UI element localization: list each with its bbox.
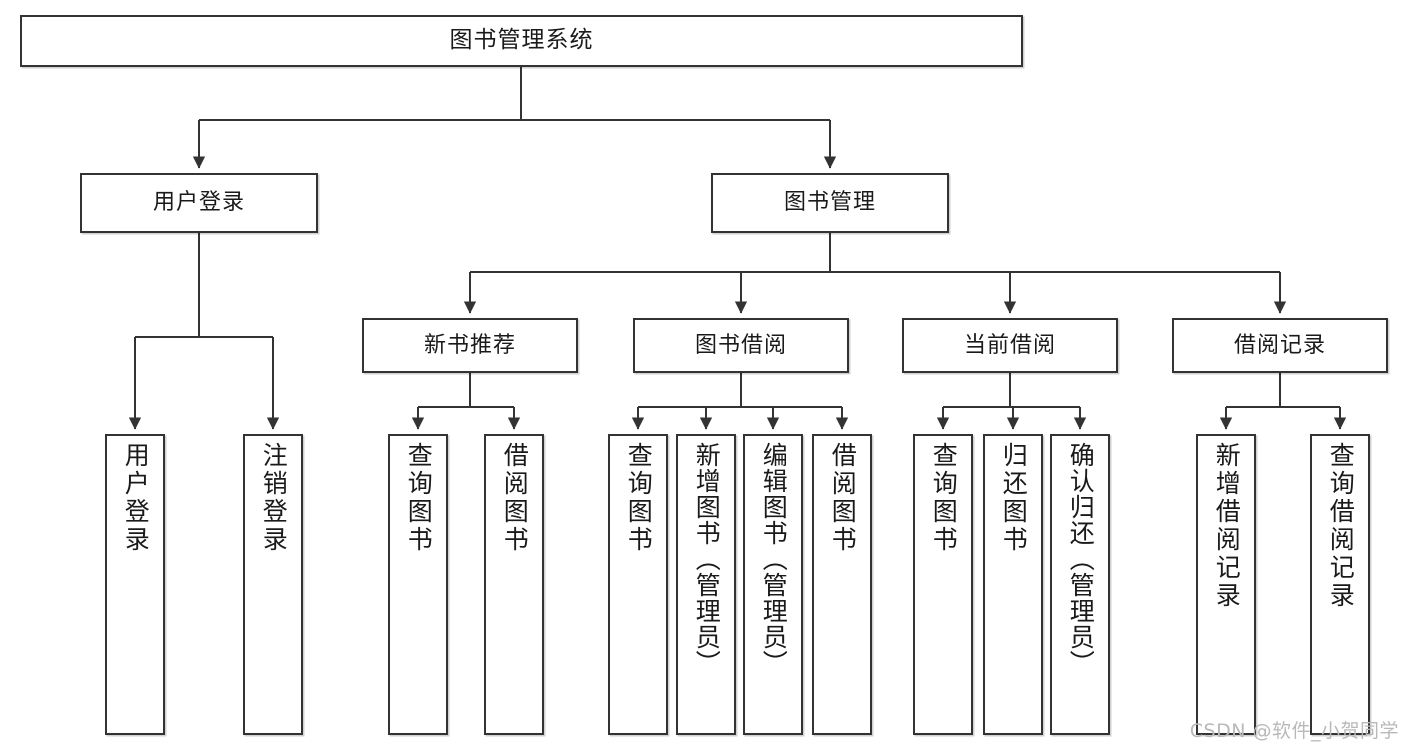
node-leaf-return-book[interactable]: 归还图书 xyxy=(983,434,1043,735)
node-borrow-record-label: 借阅记录 xyxy=(1233,332,1326,358)
node-leaf-add-record[interactable]: 新增借阅记录 xyxy=(1196,434,1256,735)
node-leaf-return-book-label: 归还图书 xyxy=(999,442,1029,554)
node-leaf-confirm-return[interactable]: 确认归还（管理员） xyxy=(1050,434,1110,735)
node-current-borrow[interactable]: 当前借阅 xyxy=(902,318,1118,373)
node-leaf-edit-book-label: 编辑图书（管理员） xyxy=(759,442,789,676)
node-user-login[interactable]: 用户登录 xyxy=(80,173,318,233)
node-root[interactable]: 图书管理系统 xyxy=(20,15,1023,67)
node-leaf-add-record-label: 新增借阅记录 xyxy=(1212,442,1242,610)
node-user-login-label: 用户登录 xyxy=(152,190,245,216)
node-leaf-borrow-book-1-label: 借阅图书 xyxy=(500,442,530,554)
node-book-manage[interactable]: 图书管理 xyxy=(711,173,949,233)
node-leaf-edit-book[interactable]: 编辑图书（管理员） xyxy=(743,434,803,735)
node-leaf-user-login[interactable]: 用户登录 xyxy=(105,434,165,735)
node-leaf-query-book-3[interactable]: 查询图书 xyxy=(913,434,973,735)
node-leaf-add-book-label: 新增图书（管理员） xyxy=(692,442,722,676)
node-borrow-record[interactable]: 借阅记录 xyxy=(1172,318,1388,373)
node-leaf-user-logout[interactable]: 注销登录 xyxy=(243,434,303,735)
node-leaf-user-logout-label: 注销登录 xyxy=(259,442,289,554)
node-leaf-query-book-2-label: 查询图书 xyxy=(624,442,654,554)
node-book-borrow-label: 图书借阅 xyxy=(694,332,787,358)
node-leaf-query-book-2[interactable]: 查询图书 xyxy=(608,434,668,735)
node-new-book-rec-label: 新书推荐 xyxy=(423,332,516,358)
node-new-book-rec[interactable]: 新书推荐 xyxy=(362,318,578,373)
node-leaf-query-record[interactable]: 查询借阅记录 xyxy=(1310,434,1370,735)
node-leaf-confirm-return-label: 确认归还（管理员） xyxy=(1066,442,1096,676)
node-current-borrow-label: 当前借阅 xyxy=(963,332,1056,358)
node-leaf-query-book-1[interactable]: 查询图书 xyxy=(388,434,448,735)
node-book-manage-label: 图书管理 xyxy=(783,190,876,216)
node-leaf-query-book-1-label: 查询图书 xyxy=(404,442,434,554)
node-leaf-user-login-label: 用户登录 xyxy=(121,442,151,554)
node-leaf-borrow-book-2[interactable]: 借阅图书 xyxy=(812,434,872,735)
node-leaf-borrow-book-1[interactable]: 借阅图书 xyxy=(484,434,544,735)
node-root-label: 图书管理系统 xyxy=(449,27,594,54)
watermark: CSDN @软件_小贺同学 xyxy=(1189,720,1399,742)
node-leaf-query-record-label: 查询借阅记录 xyxy=(1326,442,1356,610)
node-leaf-add-book[interactable]: 新增图书（管理员） xyxy=(676,434,736,735)
node-book-borrow[interactable]: 图书借阅 xyxy=(633,318,849,373)
node-leaf-borrow-book-2-label: 借阅图书 xyxy=(828,442,858,554)
node-leaf-query-book-3-label: 查询图书 xyxy=(929,442,959,554)
